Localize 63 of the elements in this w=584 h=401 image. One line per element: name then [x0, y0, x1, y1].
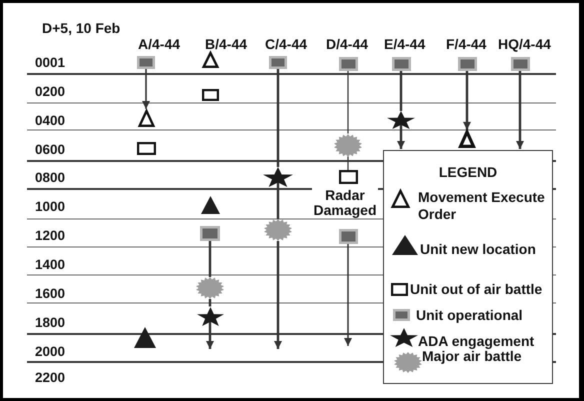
legend-label: Major air battle	[422, 349, 522, 363]
arrow	[344, 244, 352, 346]
arrow	[206, 321, 214, 349]
connector-line	[400, 71, 402, 111]
diagram-title: D+5, 10 Feb	[42, 19, 120, 37]
annotation-text: Radar Damaged	[312, 188, 378, 218]
filled-triangle-icon	[200, 196, 220, 214]
filled-triangle-icon	[134, 326, 156, 348]
column-header: C/4-44	[265, 35, 308, 53]
time-label: 1800	[35, 315, 66, 331]
connector-line	[347, 71, 349, 134]
time-label: 2000	[35, 344, 66, 360]
legend-label: Unit operational	[416, 306, 524, 324]
time-label: 0600	[35, 142, 66, 158]
time-label: 1200	[35, 228, 66, 244]
shaded-square-icon	[392, 57, 410, 71]
column-header: HQ/4-44	[498, 35, 551, 53]
time-label: 1600	[35, 286, 66, 302]
star-icon	[387, 111, 415, 129]
open-triangle-icon	[136, 108, 156, 126]
burst-icon	[196, 277, 224, 299]
time-label: 2200	[35, 370, 66, 386]
star-icon	[196, 306, 224, 326]
column-header: A/4-44	[138, 35, 180, 53]
shaded-square-icon	[338, 57, 358, 71]
column-header: E/4-44	[384, 35, 426, 53]
legend-label: ADA engagement	[418, 334, 536, 348]
column-header: D/4-44	[326, 35, 368, 53]
burst-icon	[264, 219, 292, 241]
time-label: 1400	[35, 257, 66, 273]
connector-line	[347, 156, 349, 170]
column-header: B/4-44	[205, 35, 248, 53]
legend-label: Unit new location	[420, 240, 537, 258]
arrow	[516, 71, 524, 149]
connector-line	[276, 182, 280, 219]
open-rectangle-icon	[136, 142, 156, 154]
arrow	[274, 241, 282, 349]
shaded-square-icon	[510, 57, 530, 71]
shaded-square-icon	[137, 56, 155, 68]
shaded-square-icon	[269, 56, 287, 68]
connector-line	[276, 68, 280, 167]
time-label: 1000	[35, 199, 66, 215]
open-rectangle-icon	[338, 170, 358, 184]
arrow	[142, 68, 150, 109]
shaded-square-icon	[200, 226, 220, 240]
legend-label: Unit out of air battle	[410, 280, 544, 298]
time-label: 0200	[35, 84, 66, 100]
shaded-square-icon	[338, 228, 358, 244]
burst-icon	[334, 134, 362, 156]
time-label: 0400	[35, 113, 66, 129]
time-label: 0800	[35, 170, 66, 186]
arrow	[463, 71, 471, 130]
connector-line	[208, 240, 212, 277]
open-triangle-icon	[200, 50, 220, 68]
shaded-square-icon	[458, 57, 476, 71]
legend-label: Movement Execute Order	[418, 189, 546, 223]
column-header: F/4-44	[446, 35, 486, 53]
star-icon	[263, 167, 293, 187]
legend-title: LEGEND	[438, 163, 498, 181]
arrow	[397, 124, 405, 149]
open-triangle-icon	[457, 128, 477, 148]
time-label: 0001	[35, 55, 66, 71]
open-rectangle-icon	[202, 89, 218, 101]
